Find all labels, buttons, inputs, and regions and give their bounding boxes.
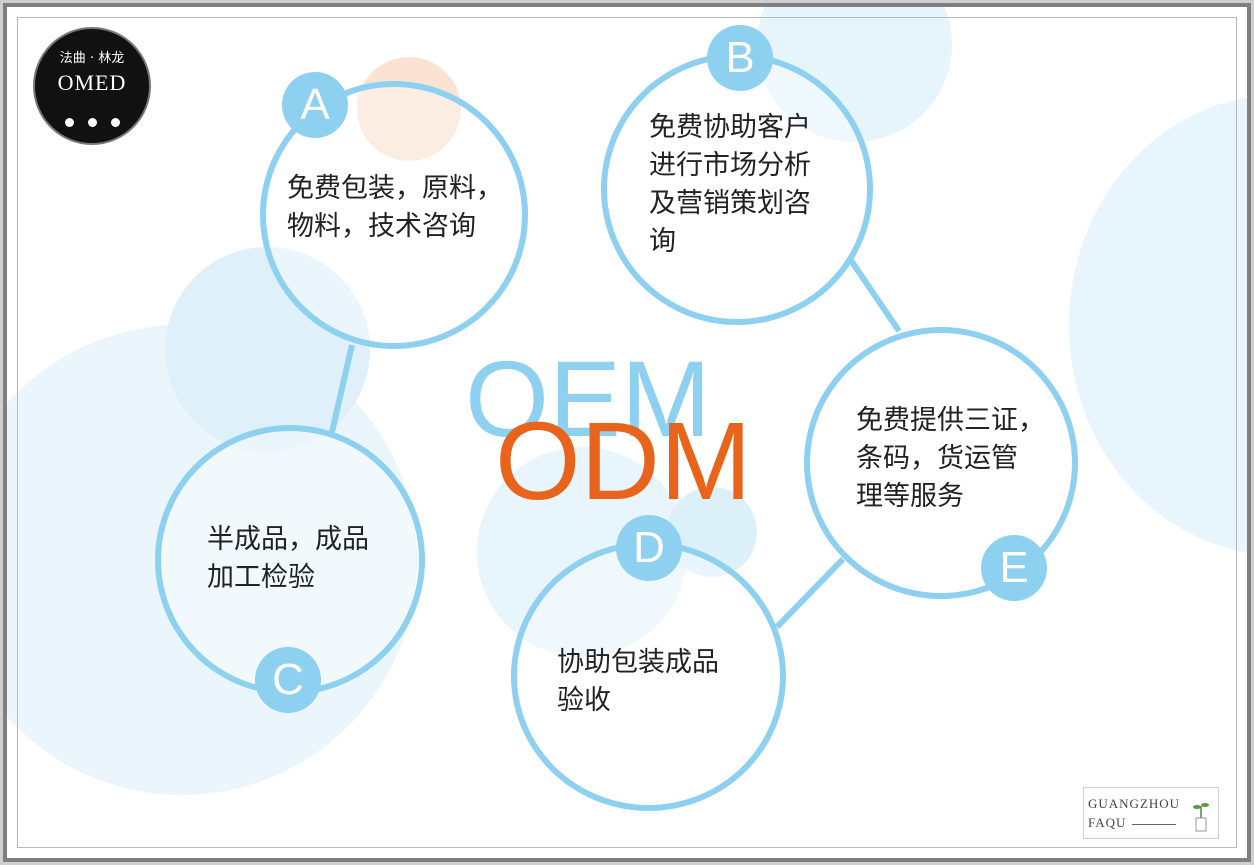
watermark-line2: FAQU	[1088, 815, 1127, 830]
connector-a-c	[329, 344, 355, 433]
brand-logo: 法曲 · 林龙 OMED	[33, 27, 151, 145]
watermark: GUANGZHOU FAQU	[1083, 787, 1219, 839]
badge-a: A	[282, 72, 348, 138]
node-d-text: 协助包装成品 验收	[557, 647, 719, 716]
node-a-text: 免费包装，原料， 物料，技术咨询	[287, 173, 503, 242]
node-c-text: 半成品，成品 加工检验	[207, 524, 369, 593]
node-b-text: 免费协助客户 进行市场分析 及营销策划咨 询	[649, 112, 811, 257]
watermark-line1: GUANGZHOU	[1088, 796, 1181, 811]
node-b-circle	[601, 53, 873, 325]
odm-label: ODM	[495, 400, 752, 523]
logo-mid-text: OMED	[57, 70, 127, 95]
connector-d-e	[774, 556, 846, 630]
diagram-canvas: OEM ODM A 免费包装，原料， 物料，技术咨询 B 免费协助客户 进行市场…	[3, 3, 1251, 862]
logo-dots-icon	[35, 118, 149, 127]
node-e-text: 免费提供三证， 条码，货运管 理等服务	[856, 405, 1045, 512]
plant-icon	[1193, 803, 1209, 832]
logo-top-text: 法曲 · 林龙	[59, 51, 125, 66]
connector-b-e	[847, 257, 902, 333]
connector-lines	[329, 257, 902, 630]
badge-b: B	[707, 25, 773, 91]
badge-d: D	[616, 515, 682, 581]
oem-label: OEM	[465, 338, 712, 459]
badge-e: E	[981, 535, 1047, 601]
badge-c: C	[255, 647, 321, 713]
watermark-rule	[1132, 824, 1176, 825]
